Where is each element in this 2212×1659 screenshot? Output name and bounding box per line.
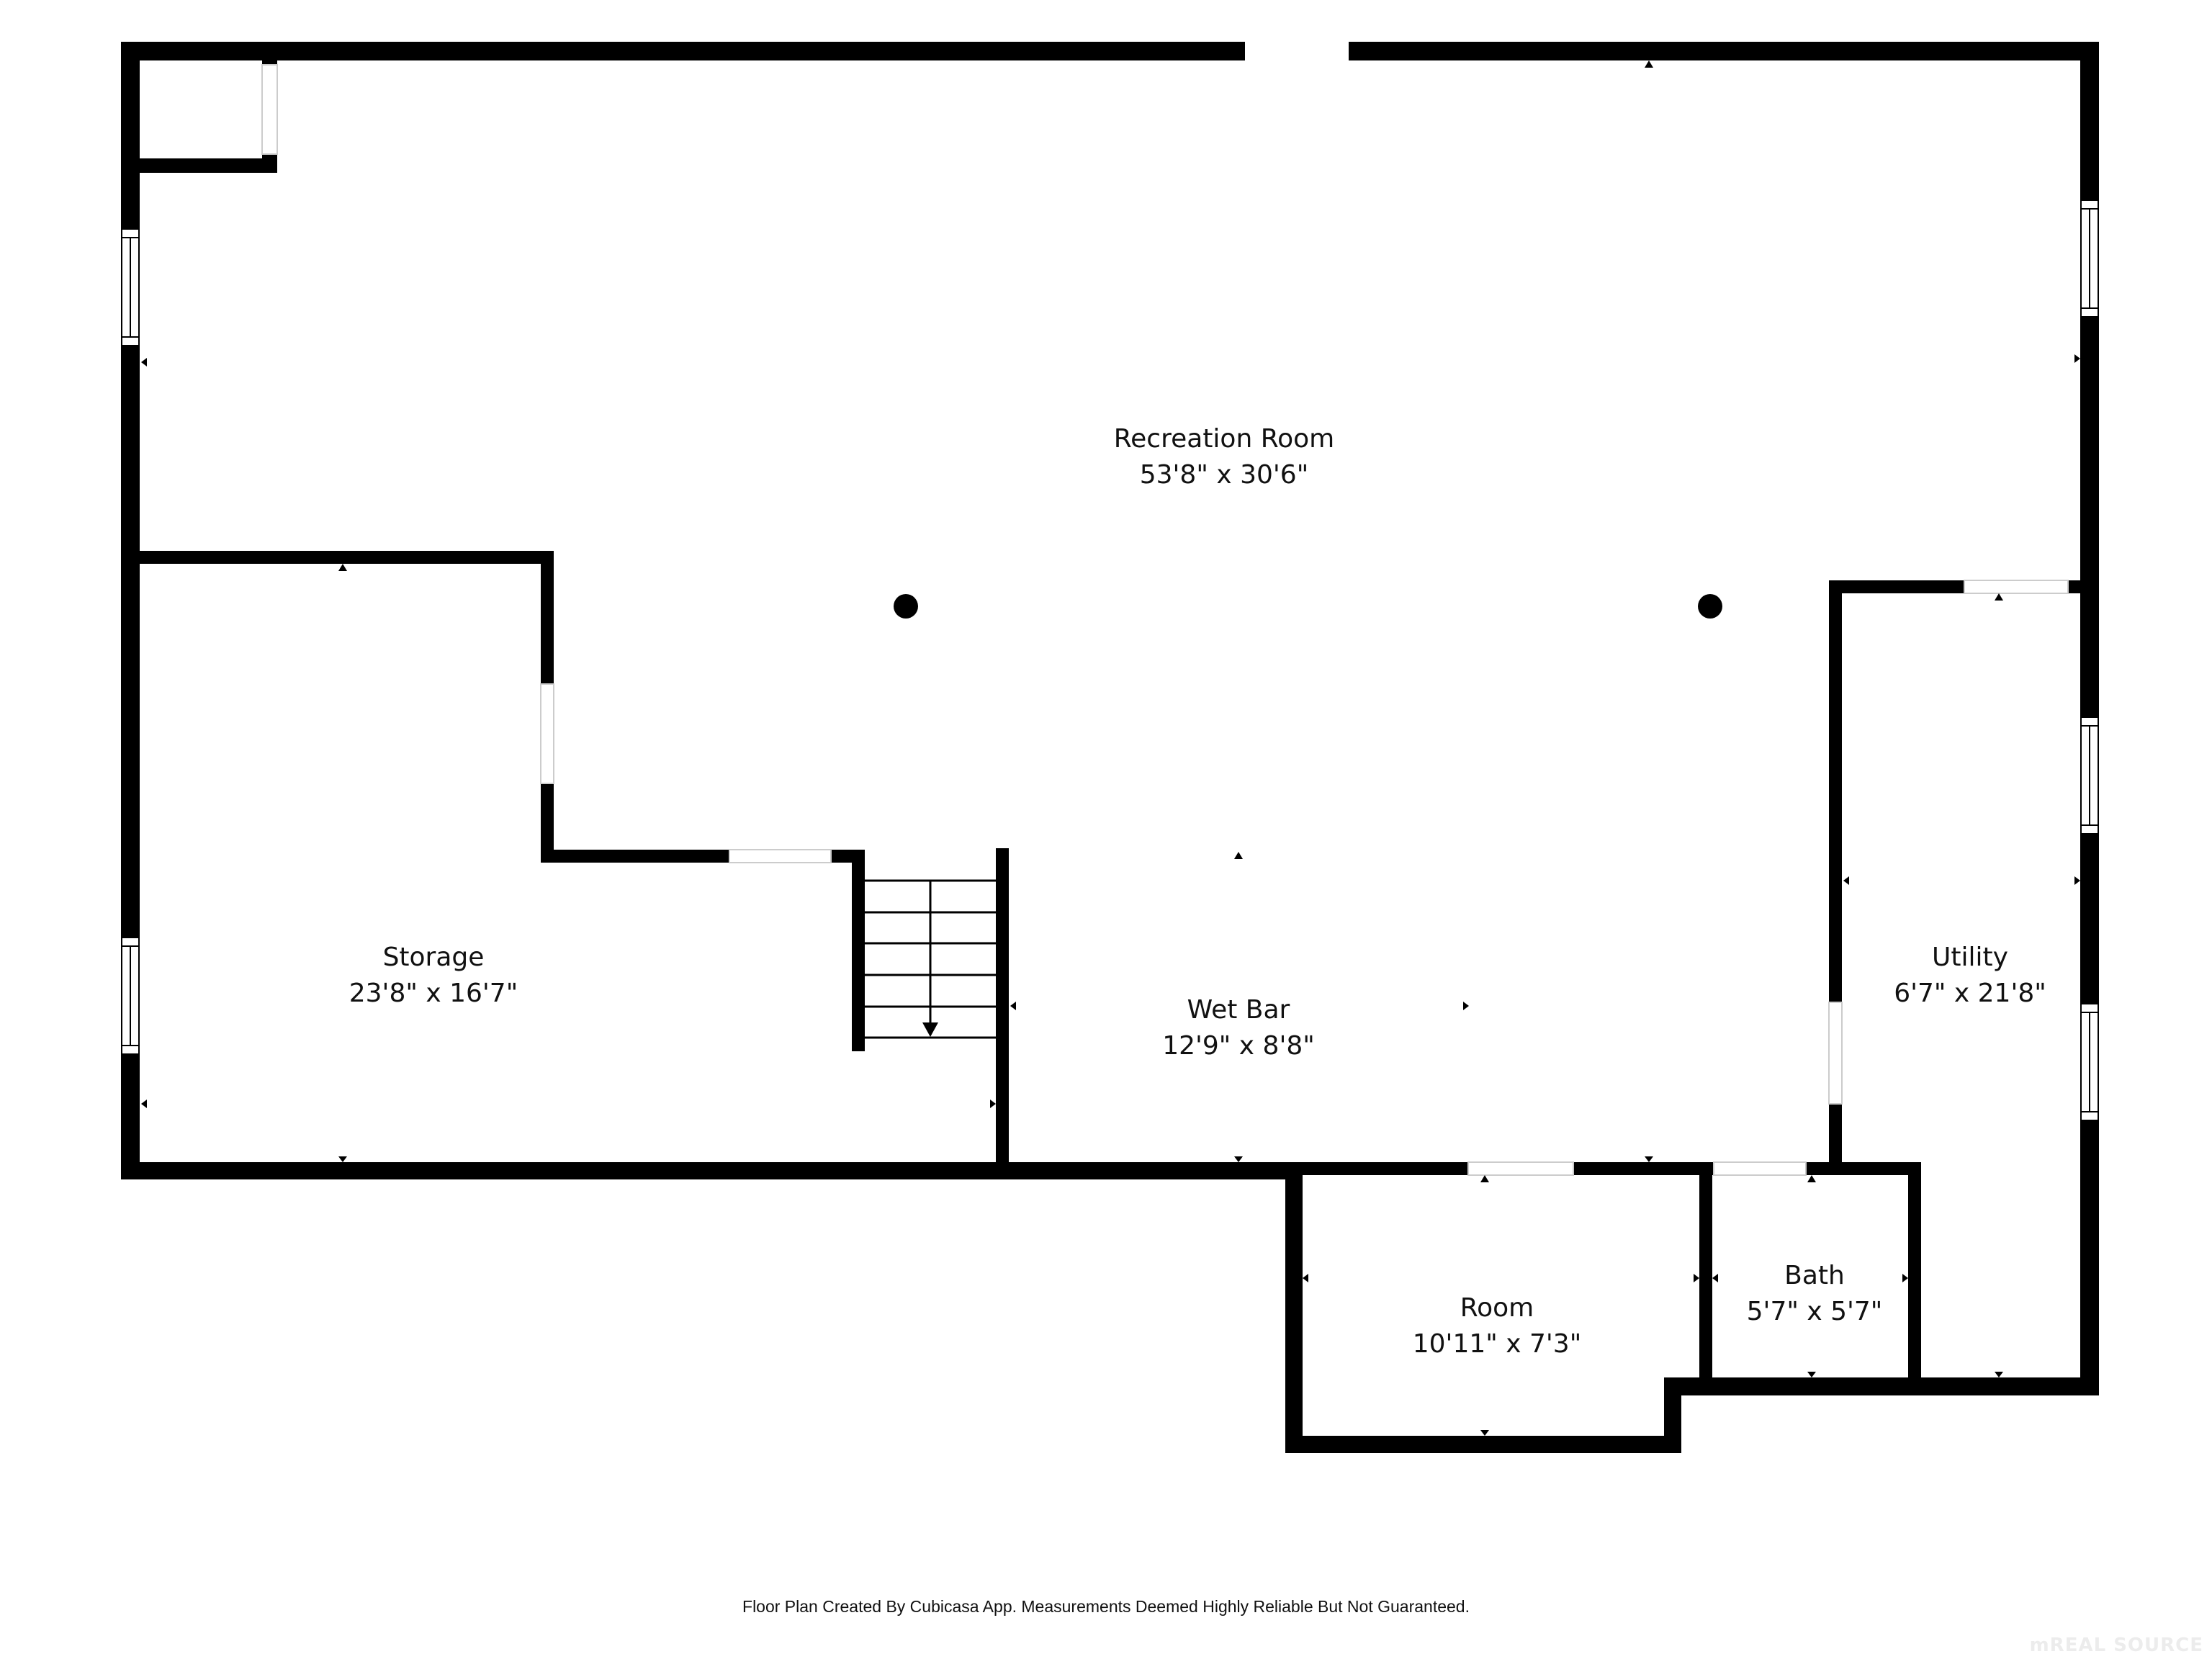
- bath-doorway: [1713, 1161, 1807, 1176]
- room-left-wall: [1285, 1162, 1303, 1453]
- room-label-bath: Bath 5'7" x 5'7": [1747, 1258, 1883, 1330]
- room-label-utility: Utility 6'7" x 21'8": [1894, 940, 2046, 1012]
- room-label-storage: Storage 23'8" x 16'7": [349, 940, 518, 1012]
- stair-down-arrow-icon: [922, 1022, 938, 1037]
- marker-up-icon: [1234, 852, 1243, 859]
- marker-down-icon: [1995, 1372, 2003, 1377]
- columns: [894, 594, 1722, 619]
- marker-left-icon: [1010, 1002, 1016, 1010]
- windows: [121, 199, 2099, 1121]
- wall-bottom-segment-3: [1806, 1162, 1921, 1175]
- dimension-markers: [141, 60, 2080, 1436]
- marker-left-icon: [1303, 1274, 1308, 1282]
- room-name: Storage: [382, 943, 485, 972]
- walls: [121, 42, 2099, 1453]
- marker-down-icon: [338, 1156, 347, 1162]
- closet-bottom-wall: [121, 158, 277, 173]
- marker-right-icon: [2074, 354, 2080, 363]
- room-dimensions: 10'11" x 7'3": [1412, 1329, 1582, 1359]
- disclaimer-footer: Floor Plan Created By Cubicasa App. Meas…: [742, 1597, 1470, 1616]
- column-right: [1698, 594, 1722, 619]
- column-left: [894, 594, 918, 619]
- utility-top-wall-stub: [2068, 580, 2082, 593]
- room-name: Utility: [1932, 943, 2008, 972]
- stair-right-wall: [996, 848, 1009, 1179]
- wall-bottom-segment-2: [1573, 1162, 1714, 1175]
- room-doorway: [1467, 1161, 1574, 1176]
- utility-left-wall-lower: [1829, 1104, 1842, 1175]
- stairs: [865, 879, 996, 1039]
- bath-right-wall: [1908, 1162, 1921, 1378]
- marker-up-icon: [1480, 1175, 1489, 1182]
- room-dimensions: 23'8" x 16'7": [349, 979, 518, 1008]
- room-dimensions: 6'7" x 21'8": [1894, 979, 2046, 1008]
- utility-side-doorway: [1828, 1002, 1843, 1105]
- marker-left-icon: [1712, 1274, 1718, 1282]
- wall-top-left: [121, 42, 1245, 60]
- room-name: Room: [1460, 1293, 1534, 1323]
- room-bath-divider: [1699, 1162, 1712, 1378]
- stair-left-wall: [852, 850, 865, 1051]
- marker-right-icon: [1902, 1274, 1908, 1282]
- marker-down-icon: [1234, 1156, 1243, 1162]
- marker-up-icon: [1645, 60, 1653, 68]
- storage-right-wall-upper: [541, 551, 554, 684]
- marker-down-icon: [1645, 1156, 1653, 1162]
- marker-up-icon: [338, 564, 347, 571]
- closet-right-wall-stub-top: [262, 60, 277, 65]
- wall-bottom-segment-1: [1285, 1162, 1468, 1175]
- marker-left-icon: [141, 358, 147, 367]
- marker-up-icon: [1995, 593, 2003, 601]
- watermark-logo: mREAL SOURCE: [2029, 1635, 2203, 1656]
- stair-landing-doorway: [729, 849, 832, 863]
- room-name: Wet Bar: [1187, 995, 1290, 1025]
- marker-right-icon: [2074, 876, 2080, 885]
- marker-right-icon: [1463, 1002, 1469, 1010]
- storage-doorway: [540, 683, 554, 784]
- room-label-room: Room 10'11" x 7'3": [1413, 1290, 1582, 1362]
- utility-top-wall: [1829, 580, 1964, 593]
- marker-up-icon: [1807, 1175, 1816, 1182]
- room-dimensions: 5'7" x 5'7": [1746, 1297, 1883, 1326]
- wall-bottom-right: [1664, 1377, 2099, 1395]
- door-openings: [261, 64, 2069, 1176]
- wall-top-right: [1349, 42, 2099, 60]
- room-dimensions: 12'9" x 8'8": [1162, 1031, 1315, 1061]
- closet-doorway: [261, 64, 278, 155]
- marker-left-icon: [141, 1100, 147, 1108]
- storage-right-wall-lower: [541, 783, 554, 863]
- utility-left-wall-upper: [1829, 580, 1842, 1002]
- room-label-recreation-room: Recreation Room 53'8" x 30'6": [1114, 421, 1334, 493]
- marker-right-icon: [990, 1100, 996, 1108]
- marker-down-icon: [1807, 1372, 1816, 1377]
- storage-top-wall: [121, 551, 552, 564]
- utility-top-doorway: [1964, 580, 2069, 594]
- marker-down-icon: [1480, 1430, 1489, 1436]
- wall-bottom-main: [121, 1162, 1297, 1179]
- closet-right-wall-stub-bottom: [262, 154, 277, 173]
- room-name: Bath: [1784, 1261, 1845, 1290]
- room-name: Recreation Room: [1113, 424, 1335, 454]
- room-bottom-wall: [1285, 1436, 1681, 1453]
- room-label-wet-bar: Wet Bar 12'9" x 8'8": [1162, 992, 1315, 1064]
- marker-right-icon: [1694, 1274, 1699, 1282]
- room-dimensions: 53'8" x 30'6": [1139, 460, 1309, 490]
- marker-left-icon: [1843, 876, 1849, 885]
- storage-ledge-wall: [541, 850, 729, 863]
